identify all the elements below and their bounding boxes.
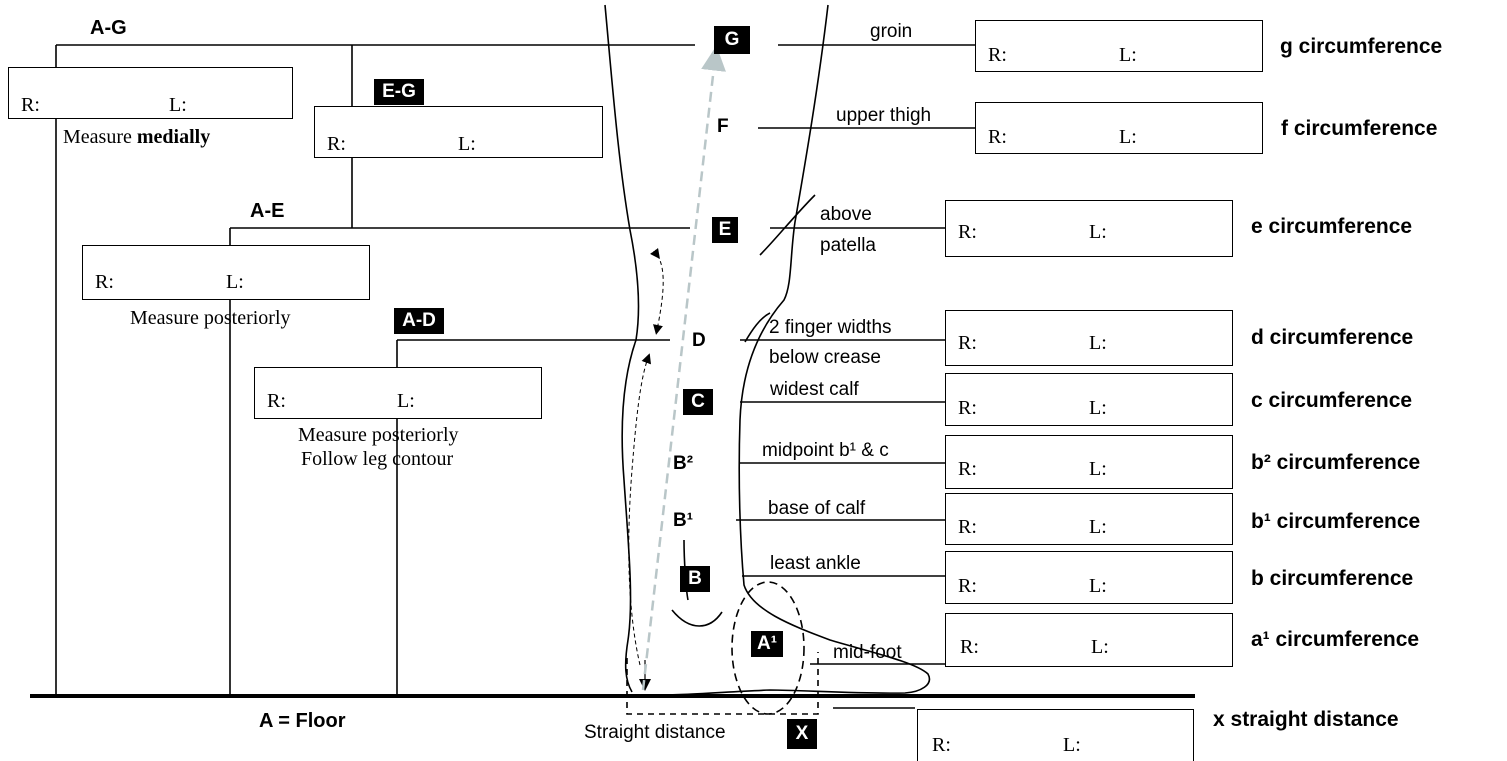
f-circumference-label: f circumference [1281, 117, 1438, 140]
leg-back-outline [604, 4, 640, 693]
landmark-least-ankle: least ankle [770, 553, 861, 574]
note-ae-posteriorly: Measure posteriorly [130, 307, 291, 329]
x-measure-box[interactable]: R: L: [917, 709, 1194, 761]
span-label-ae: A-E [250, 200, 285, 222]
f-left-label: L: [1119, 126, 1137, 148]
c-left-label: L: [1089, 397, 1107, 419]
ag-left-label: L: [169, 94, 187, 116]
eg-left-label: L: [458, 133, 476, 155]
ag-right-label: R: [21, 94, 40, 116]
eg-measure-box[interactable]: R: L: [314, 106, 603, 158]
ad-left-label: L: [397, 390, 415, 412]
point-label-b1: B¹ [673, 510, 694, 531]
b-measure-box[interactable]: R: L: [945, 551, 1233, 604]
landmark-groin: groin [870, 21, 913, 42]
e-circumference-label: e circumference [1251, 215, 1413, 238]
d-right-label: R: [958, 332, 977, 354]
b2-circumference-label: b² circumference [1251, 451, 1421, 474]
landmark-above: above [820, 204, 872, 225]
f-measure-box[interactable]: R: L: [975, 102, 1263, 154]
x-left-label: L: [1063, 734, 1081, 756]
ad-measure-box[interactable]: R: L: [254, 367, 542, 419]
landmark-finger-widths: 2 finger widths [769, 317, 892, 338]
d-circumference-label: d circumference [1251, 326, 1414, 349]
landmark-widest-calf: widest calf [770, 379, 859, 400]
b2-right-label: R: [958, 458, 977, 480]
landmark-mid-foot: mid-foot [833, 642, 902, 663]
span-tag-ad: A-D [394, 308, 444, 334]
e-measure-box[interactable]: R: L: [945, 200, 1233, 257]
b-right-label: R: [958, 575, 977, 597]
landmark-base-of-calf: base of calf [768, 498, 866, 519]
d-measure-box[interactable]: R: L: [945, 310, 1233, 366]
f-right-label: R: [988, 126, 1007, 148]
landmark-below-crease: below crease [769, 347, 881, 368]
a1-measure-box[interactable]: R: L: [945, 613, 1233, 667]
x-straight-distance-label: x straight distance [1213, 708, 1399, 731]
c-circumference-label: c circumference [1251, 389, 1413, 412]
g-right-label: R: [988, 44, 1007, 66]
ae-right-label: R: [95, 271, 114, 293]
b1-measure-box[interactable]: R: L: [945, 493, 1233, 545]
g-measure-box[interactable]: R: L: [975, 20, 1263, 72]
leg-front-outline [639, 4, 931, 696]
floor-label: A = Floor [259, 710, 346, 732]
point-tag-a1: A¹ [751, 631, 783, 657]
ag-measure-box[interactable]: R: L: [8, 67, 293, 119]
ae-left-label: L: [226, 271, 244, 293]
note-ad-posteriorly: Measure posteriorly [298, 424, 459, 446]
a1-left-label: L: [1091, 636, 1109, 658]
b-left-label: L: [1089, 575, 1107, 597]
midfoot-ellipse [731, 581, 805, 715]
straight-distance-label: Straight distance [584, 722, 726, 743]
span-label-ag: A-G [90, 17, 127, 39]
d-left-label: L: [1089, 332, 1107, 354]
note-medially: Measure medially [63, 126, 211, 148]
point-tag-e: E [712, 217, 738, 243]
landmark-upper-thigh: upper thigh [836, 105, 932, 126]
point-tag-c: C [683, 389, 713, 415]
span-tag-eg: E-G [374, 79, 424, 105]
point-label-d: D [692, 330, 706, 351]
point-label-f: F [717, 116, 729, 137]
ad-right-label: R: [267, 390, 286, 412]
point-tag-x: X [787, 719, 817, 749]
b1-circumference-label: b¹ circumference [1251, 510, 1421, 533]
eg-right-label: R: [327, 133, 346, 155]
b1-right-label: R: [958, 516, 977, 538]
b2-left-label: L: [1089, 458, 1107, 480]
g-left-label: L: [1119, 44, 1137, 66]
b2-measure-box[interactable]: R: L: [945, 435, 1233, 489]
c-right-label: R: [958, 397, 977, 419]
e-left-label: L: [1089, 221, 1107, 243]
a1-right-label: R: [960, 636, 979, 658]
x-right-label: R: [932, 734, 951, 756]
point-tag-g: G [714, 26, 750, 54]
landmark-patella: patella [820, 235, 876, 256]
b1-left-label: L: [1089, 516, 1107, 538]
point-tag-b: B [680, 566, 710, 592]
b-circumference-label: b circumference [1251, 567, 1414, 590]
a1-circumference-label: a¹ circumference [1251, 628, 1420, 651]
point-label-b2: B² [673, 453, 694, 474]
note-ad-contour: Follow leg contour [301, 448, 454, 470]
ae-measure-box[interactable]: R: L: [82, 245, 370, 300]
e-right-label: R: [958, 221, 977, 243]
landmark-midpoint: midpoint b¹ & c [762, 440, 889, 461]
c-measure-box[interactable]: R: L: [945, 373, 1233, 426]
straight-leg-arrow [641, 45, 727, 691]
g-circumference-label: g circumference [1280, 35, 1443, 58]
